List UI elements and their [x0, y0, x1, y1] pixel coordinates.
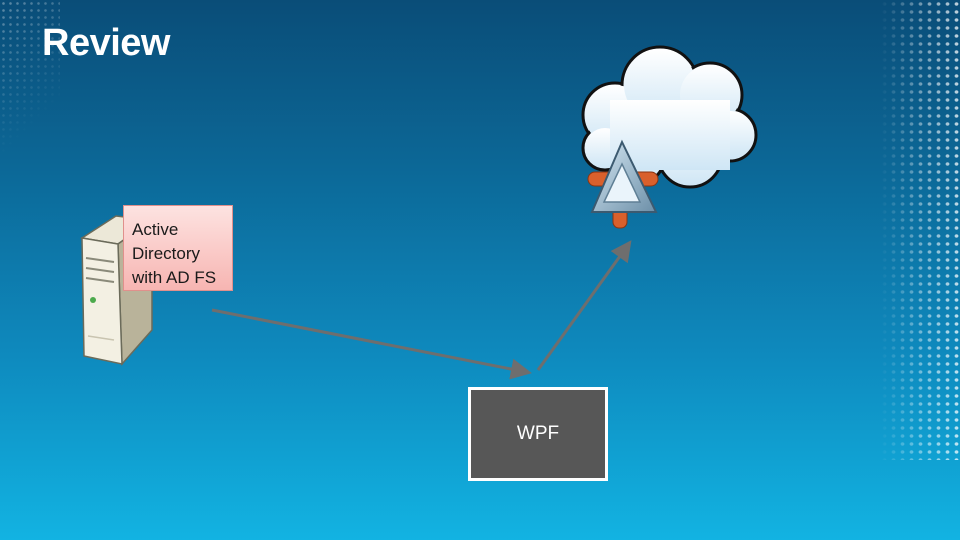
- arrow-ad-to-wpf: [211, 308, 532, 380]
- federation-connector-icon: [587, 139, 659, 229]
- decorative-dot-pattern-right: [880, 0, 960, 460]
- ad-fs-label: Active Directory with AD FS: [123, 205, 233, 291]
- slide-title: Review: [42, 22, 170, 64]
- wpf-client-box: WPF: [468, 387, 608, 481]
- arrow-wpf-to-cloud: [536, 240, 632, 371]
- decorative-dot-pattern-left: [0, 0, 60, 170]
- wpf-label: WPF: [516, 423, 560, 444]
- cloud-service-icon: [581, 45, 758, 229]
